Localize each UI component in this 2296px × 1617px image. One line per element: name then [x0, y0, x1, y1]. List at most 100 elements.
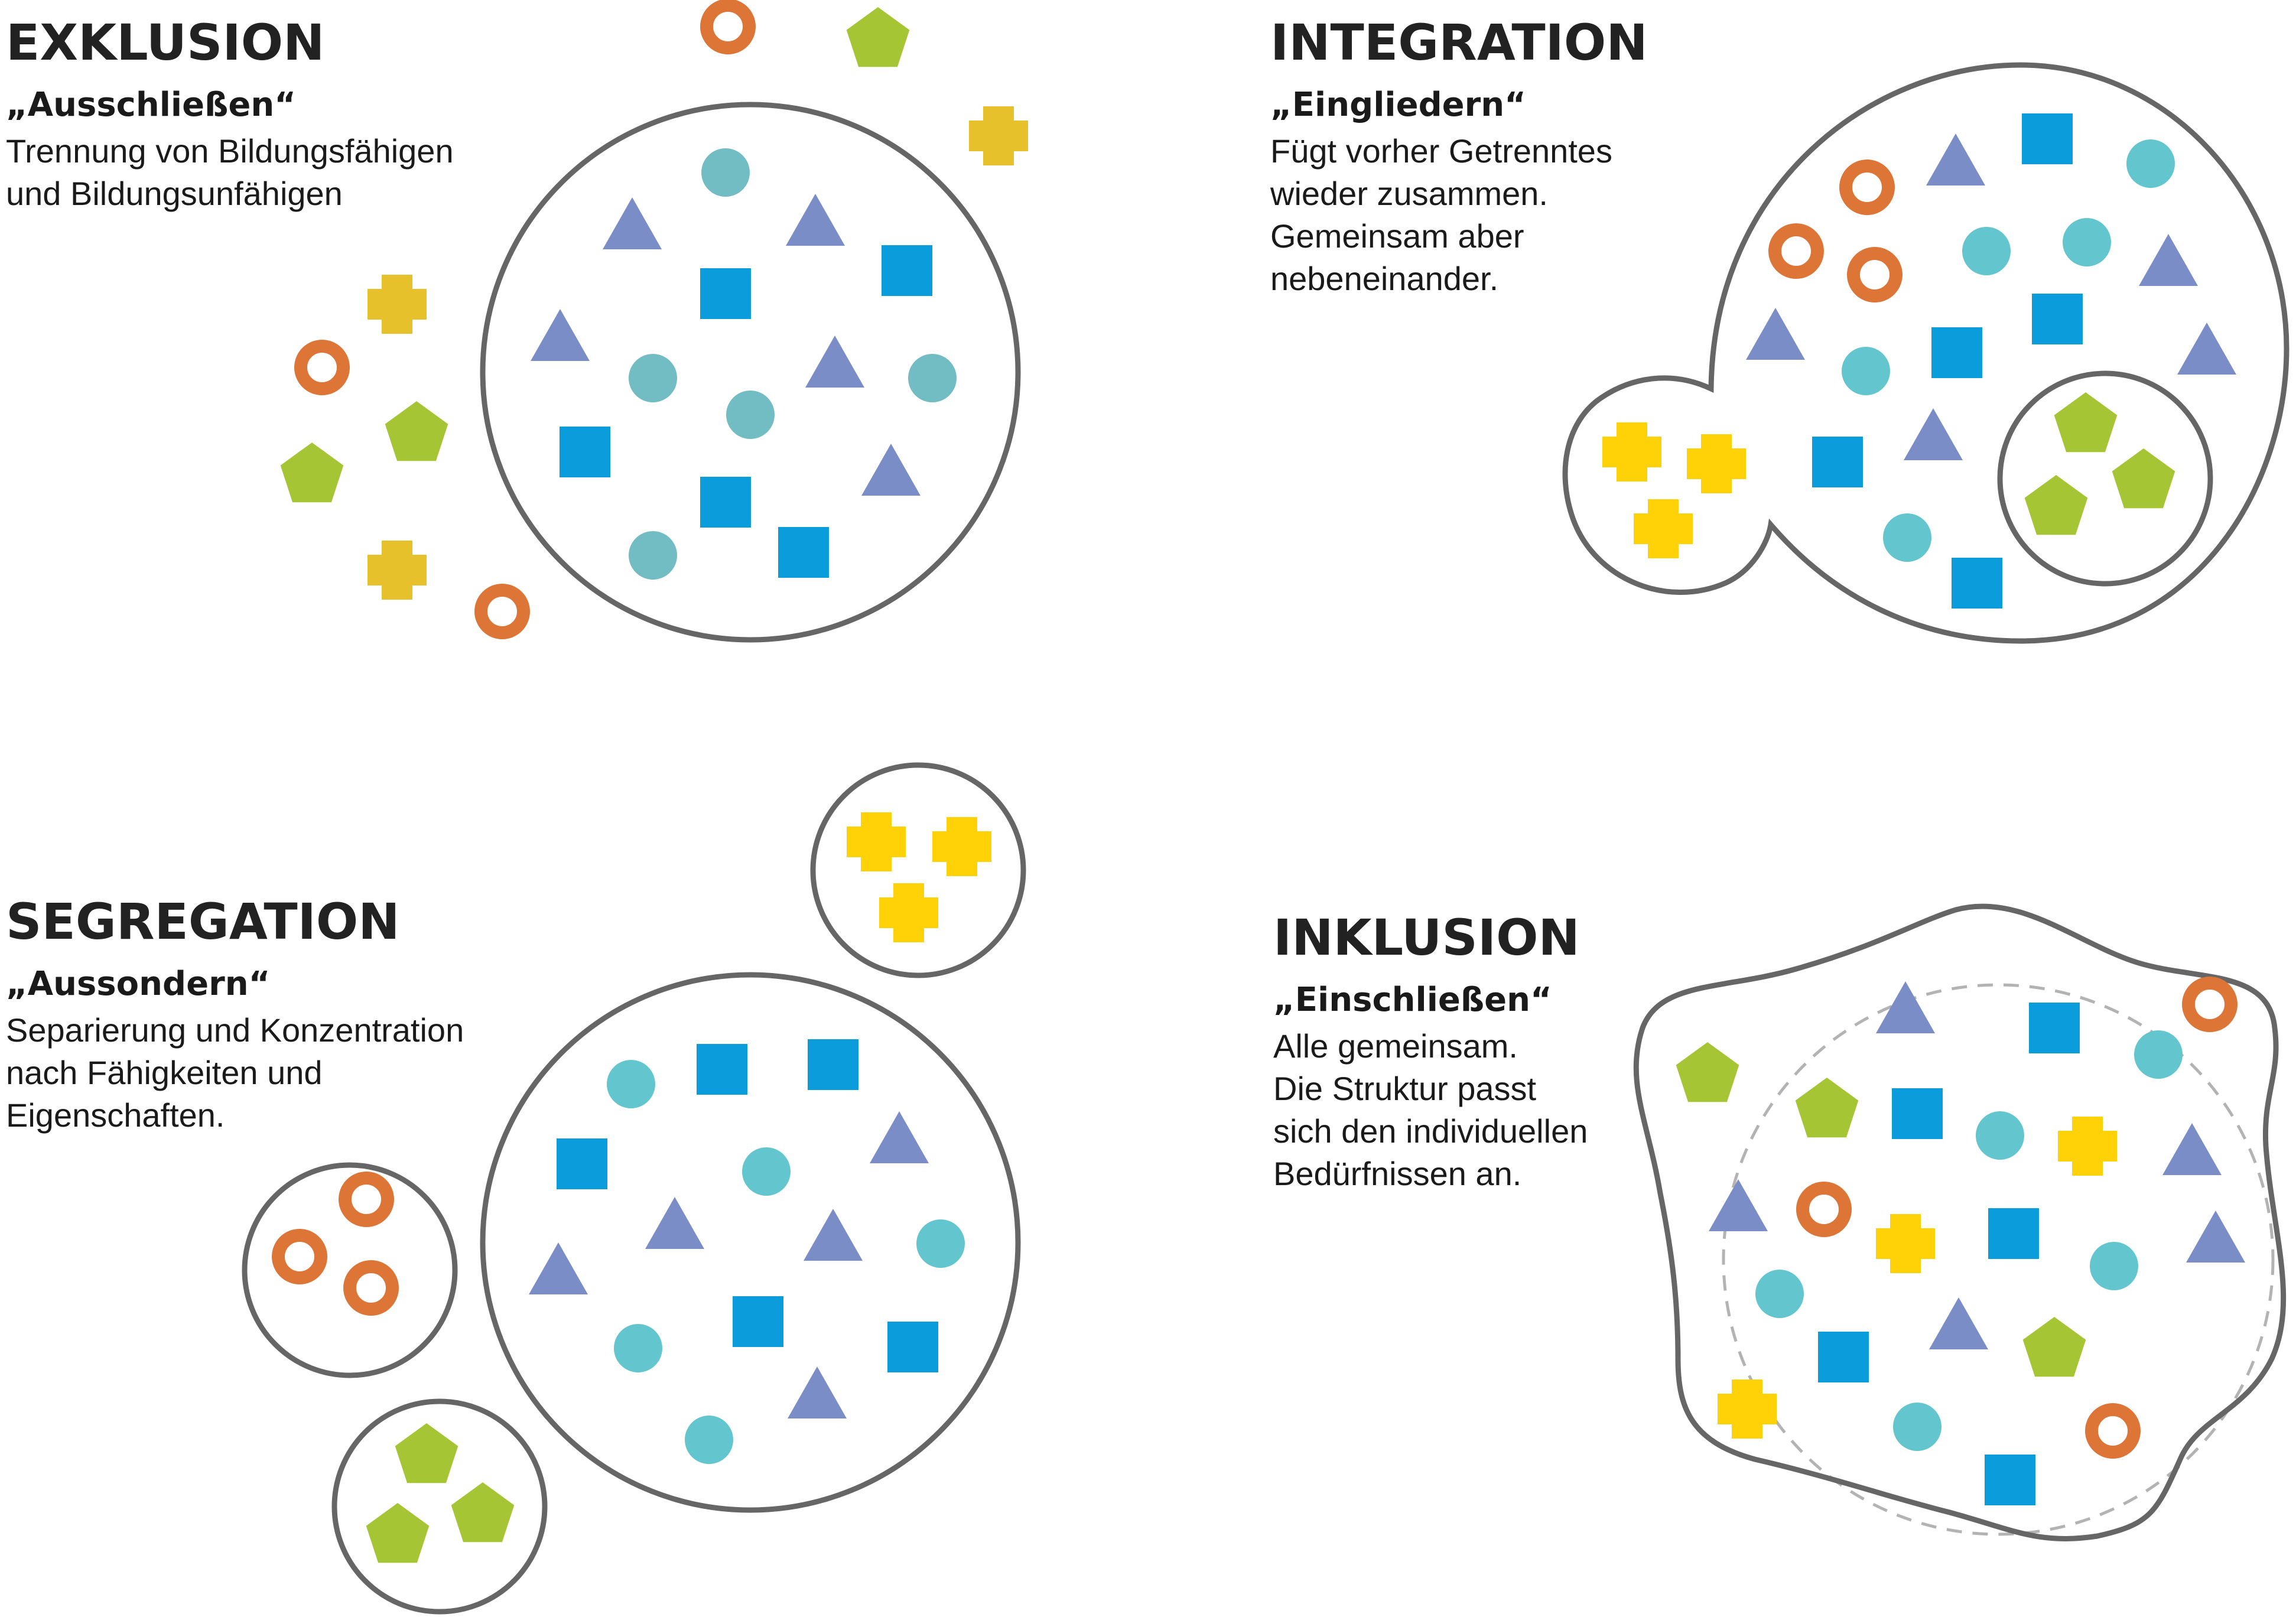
filled-square-icon — [733, 1296, 783, 1347]
filled-circle-icon — [1962, 227, 2011, 275]
inklusion-description: Alle gemeinsam. Die Struktur passt sich … — [1273, 1025, 1588, 1195]
filled-triangle-icon — [603, 197, 662, 249]
plus-cross-icon — [1634, 499, 1693, 558]
segregation-description-line: Separierung und Konzentration — [6, 1011, 464, 1049]
filled-square-icon — [1988, 1208, 2039, 1259]
filled-circle-icon — [2063, 218, 2111, 266]
plus-cross-icon — [2058, 1117, 2117, 1176]
filled-circle-icon — [916, 1219, 965, 1268]
filled-triangle-icon — [786, 194, 845, 246]
filled-triangle-icon — [1746, 308, 1805, 360]
filled-square-icon — [697, 1044, 747, 1095]
filled-circle-icon — [726, 391, 775, 439]
ring-icon — [294, 340, 350, 395]
integration-title: INTEGRATION — [1270, 14, 1648, 71]
filled-triangle-icon — [861, 444, 921, 496]
filled-triangle-icon — [645, 1197, 704, 1249]
filled-triangle-icon — [529, 1242, 588, 1294]
filled-triangle-icon — [870, 1111, 929, 1163]
filled-triangle-icon — [531, 309, 590, 361]
exklusion-title: EXKLUSION — [6, 14, 325, 71]
integration-description-line: Gemeinsam aber — [1270, 217, 1524, 255]
filled-circle-icon — [742, 1147, 791, 1196]
filled-triangle-icon — [1709, 1179, 1768, 1231]
segregation-title: SEGREGATION — [6, 893, 400, 951]
exklusion-description-line: und Bildungsunfähigen — [6, 175, 343, 212]
ring-icon — [1847, 247, 1903, 302]
filled-circle-icon — [2090, 1242, 2138, 1290]
exklusion-description-line: Trennung von Bildungsfähigen — [6, 132, 454, 170]
exklusion-subtitle: „Ausschließen“ — [6, 86, 297, 124]
filled-triangle-icon — [788, 1367, 847, 1418]
pentagon-icon — [280, 443, 344, 503]
exklusion-description: Trennung von Bildungsfähigen und Bildung… — [6, 130, 454, 215]
ring-icon — [1768, 223, 1824, 279]
filled-circle-icon — [629, 354, 677, 402]
plus-cross-icon — [1602, 422, 1661, 481]
filled-circle-icon — [1755, 1270, 1804, 1318]
integration-description: Fügt vorher Getrenntes wieder zusammen. … — [1270, 130, 1648, 300]
pentagon-icon — [366, 1503, 430, 1563]
filled-triangle-icon — [1904, 408, 1963, 460]
integration-subgroup-outline — [1997, 370, 2213, 587]
filled-triangle-icon — [2186, 1211, 2245, 1263]
integration-text-block: INTEGRATION „Eingliedern“ Fügt vorher Ge… — [1270, 18, 1648, 300]
filled-circle-icon — [2126, 139, 2175, 188]
plus-cross-icon — [1718, 1380, 1777, 1439]
inklusion-description-line: sich den individuellen — [1273, 1112, 1588, 1150]
plus-cross-icon — [1687, 434, 1746, 493]
plus-cross-icon — [368, 275, 427, 334]
filled-square-icon — [887, 1322, 938, 1372]
inklusion-subtitle: „Einschließen“ — [1273, 981, 1552, 1019]
filled-square-icon — [1985, 1455, 2035, 1505]
exklusion-text-block: EXKLUSION „Ausschließen“ Trennung von Bi… — [6, 18, 454, 215]
filled-square-icon — [2029, 1003, 2080, 1053]
segregation-text-block: SEGREGATION „Aussondern“ Separierung und… — [6, 897, 464, 1137]
filled-triangle-icon — [2177, 323, 2236, 375]
pentagon-icon — [385, 401, 448, 461]
ring-icon — [1796, 1182, 1852, 1237]
segregation-subtitle: „Aussondern“ — [6, 965, 271, 1003]
pentagon-icon — [2112, 448, 2175, 509]
filled-circle-icon — [614, 1324, 662, 1372]
pentagon-icon — [1795, 1078, 1859, 1138]
plus-cross-icon — [879, 883, 938, 942]
inklusion-dashed-outline — [1722, 983, 2275, 1536]
pentagon-icon — [2024, 475, 2088, 535]
filled-square-icon — [1952, 558, 2002, 609]
integration-description-line: wieder zusammen. — [1270, 175, 1548, 212]
pentagon-icon — [2054, 392, 2118, 453]
ring-icon — [2182, 977, 2238, 1032]
pentagon-icon — [846, 7, 910, 67]
integration-description-line: nebeneinander. — [1270, 260, 1499, 297]
pentagon-icon — [1676, 1042, 1739, 1102]
filled-square-icon — [1931, 327, 1982, 378]
filled-circle-icon — [701, 148, 750, 197]
ring-icon — [2085, 1403, 2141, 1459]
segregation-main-group-outline — [480, 972, 1021, 1513]
filled-triangle-icon — [2139, 234, 2198, 286]
ring-icon — [339, 1172, 394, 1227]
filled-square-icon — [557, 1138, 607, 1189]
inklusion-text-block: INKLUSION „Einschließen“ Alle gemeinsam.… — [1273, 913, 1588, 1195]
filled-circle-icon — [908, 354, 957, 402]
integration-subtitle: „Eingliedern“ — [1270, 86, 1526, 124]
filled-circle-icon — [685, 1416, 733, 1464]
filled-circle-icon — [1976, 1111, 2024, 1160]
filled-square-icon — [808, 1039, 858, 1090]
pentagon-icon — [395, 1423, 458, 1483]
filled-square-icon — [2022, 113, 2073, 164]
filled-triangle-icon — [805, 336, 864, 388]
ring-icon — [700, 0, 756, 54]
exklusion-group-outline — [480, 102, 1021, 643]
segregation-ring-group-outline — [242, 1162, 458, 1378]
pentagon-icon — [2022, 1317, 2086, 1377]
filled-circle-icon — [607, 1060, 655, 1108]
filled-square-icon — [1892, 1088, 1943, 1139]
filled-circle-icon — [1842, 347, 1890, 395]
filled-square-icon — [2032, 294, 2083, 344]
segregation-description-line: Eigenschaften. — [6, 1097, 225, 1134]
segregation-description-line: nach Fähigkeiten und — [6, 1054, 323, 1091]
ring-icon — [474, 584, 530, 639]
filled-triangle-icon — [1929, 1297, 1988, 1349]
